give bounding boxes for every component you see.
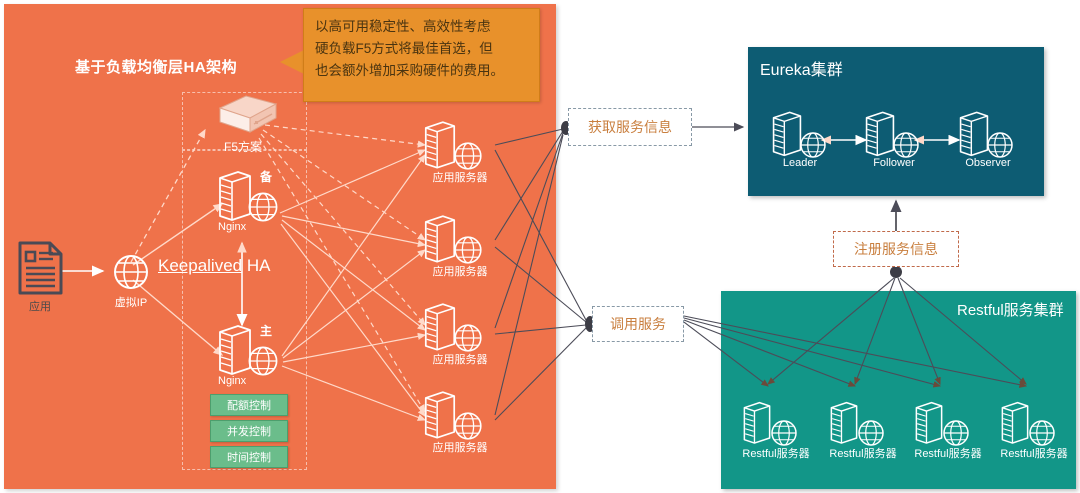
restful-server-node: Restful服务器 — [991, 398, 1077, 461]
server-icon — [830, 401, 858, 444]
globe-icon — [248, 346, 278, 376]
keepalived-word: Keepalived — [158, 256, 243, 275]
app-server-node: 应用服务器 — [418, 388, 502, 455]
eureka-node-leader: Leader — [768, 108, 840, 169]
eureka-node-observer: Observer — [955, 108, 1027, 169]
restful-server-node: Restful服务器 — [820, 398, 906, 461]
ha-word: HA — [242, 256, 271, 275]
globe-icon — [454, 324, 482, 352]
f5-label: F5方案 — [223, 140, 262, 154]
app-server-node: 应用服务器 — [418, 212, 502, 279]
orange-panel-title: 基于负载均衡层HA架构 — [75, 59, 238, 76]
restful-server-label: Restful服务器 — [829, 448, 897, 460]
virtual-ip-label: 虚拟IP — [114, 297, 148, 309]
globe-icon — [1029, 420, 1055, 446]
globe-icon — [893, 132, 919, 158]
server-icon — [915, 401, 943, 444]
server-icon — [424, 303, 456, 351]
eureka-leader-label: Leader — [782, 157, 818, 169]
app-server-label: 应用服务器 — [432, 354, 488, 366]
globe-icon — [943, 420, 969, 446]
server-icon — [424, 215, 456, 263]
callout-tail — [280, 50, 304, 74]
nginx-master-node: 主 Nginx — [216, 322, 296, 387]
globe-icon — [800, 132, 826, 158]
nginx-master-label: Nginx — [218, 375, 247, 387]
callout-line-1: 以高可用稳定性、高效性考虑 — [315, 19, 491, 34]
server-icon — [959, 111, 989, 157]
globe-icon — [454, 142, 482, 170]
globe-icon — [454, 412, 482, 440]
server-icon — [743, 401, 771, 444]
server-icon — [424, 391, 456, 439]
globe-icon — [248, 192, 278, 222]
control-box-time[interactable]: 时间控制 — [210, 446, 288, 468]
virtual-ip-node: 虚拟IP — [102, 252, 160, 310]
eureka-cluster-panel — [748, 47, 1044, 196]
restful-server-node: Restful服务器 — [733, 398, 819, 461]
eureka-panel-title: Eureka集群 — [760, 62, 843, 79]
server-icon — [865, 111, 895, 157]
restful-panel-title: Restful服务集群 — [957, 302, 1064, 319]
nginx-backup-node: 备 Nginx — [216, 168, 296, 233]
callout-line-2: 硬负载F5方式将最佳首选，但 — [315, 41, 493, 56]
globe-icon — [771, 420, 797, 446]
application-label: 应用 — [29, 301, 51, 313]
server-icon — [219, 325, 251, 375]
globe-icon — [114, 255, 148, 289]
app-server-node: 应用服务器 — [418, 300, 502, 367]
restful-server-label: Restful服务器 — [1000, 448, 1068, 460]
appliance-icon — [218, 95, 278, 133]
server-icon — [219, 171, 251, 221]
chip-call-service[interactable]: 调用服务 — [592, 306, 684, 342]
globe-icon — [454, 236, 482, 264]
restful-server-node: Restful服务器 — [905, 398, 991, 461]
globe-icon — [987, 132, 1013, 158]
app-server-node: 应用服务器 — [418, 118, 502, 185]
nginx-backup-badge: 备 — [260, 170, 273, 184]
chip-register-service-info[interactable]: 注册服务信息 — [833, 231, 959, 267]
control-box-concurrency[interactable]: 并发控制 — [210, 420, 288, 442]
app-server-label: 应用服务器 — [432, 172, 488, 184]
restful-server-label: Restful服务器 — [914, 448, 982, 460]
document-icon — [18, 241, 63, 295]
eureka-follower-label: Follower — [873, 157, 915, 169]
server-icon — [424, 121, 456, 169]
restful-server-label: Restful服务器 — [742, 448, 810, 460]
application-node: 应用 — [14, 240, 66, 314]
nginx-backup-label: Nginx — [218, 221, 247, 233]
globe-icon — [858, 420, 884, 446]
f5-device-node: F5方案 — [208, 94, 278, 155]
eureka-node-follower: Follower — [861, 108, 933, 169]
keepalived-ha-label: Keepalived HA — [158, 256, 270, 276]
nginx-master-badge: 主 — [260, 324, 273, 338]
chip-get-service-info[interactable]: 获取服务信息 — [568, 108, 692, 146]
eureka-observer-label: Observer — [965, 157, 1011, 169]
f5-group-outline — [182, 92, 307, 150]
server-icon — [1001, 401, 1029, 444]
callout-line-3: 也会额外增加采购硬件的费用。 — [315, 63, 504, 78]
control-box-quota[interactable]: 配额控制 — [210, 394, 288, 416]
app-server-label: 应用服务器 — [432, 442, 488, 454]
app-server-label: 应用服务器 — [432, 266, 488, 278]
server-icon — [772, 111, 802, 157]
f5-callout-note: 以高可用稳定性、高效性考虑 硬负载F5方式将最佳首选，但 也会额外增加采购硬件的… — [303, 8, 540, 102]
